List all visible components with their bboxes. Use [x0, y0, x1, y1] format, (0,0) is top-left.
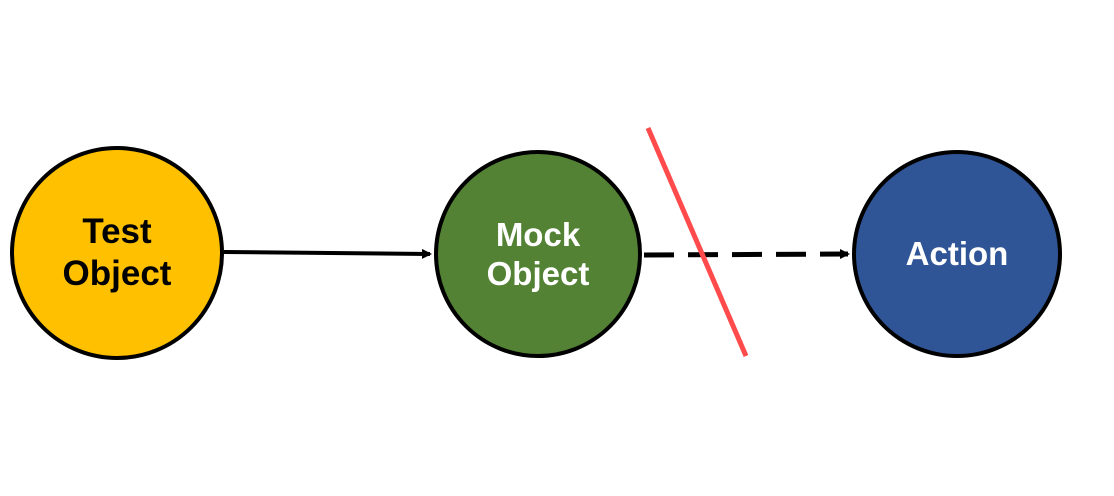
- mock-object-label-line-2: Object: [486, 255, 590, 292]
- action-label: Action: [905, 235, 1009, 272]
- mock-object-node: Mock Object: [434, 150, 642, 358]
- test-object-node: Test Object: [10, 146, 224, 360]
- action-node: Action: [852, 150, 1062, 358]
- edge-mock-to-action-dashed-arrow: [643, 249, 850, 260]
- strike-through-line: [645, 127, 749, 357]
- mock-object-label-line-1: Mock: [495, 216, 581, 253]
- test-object-label-line-2: Object: [62, 254, 172, 293]
- edge-test-to-mock-arrow: [223, 248, 432, 259]
- test-object-label-line-1: Test: [82, 212, 152, 251]
